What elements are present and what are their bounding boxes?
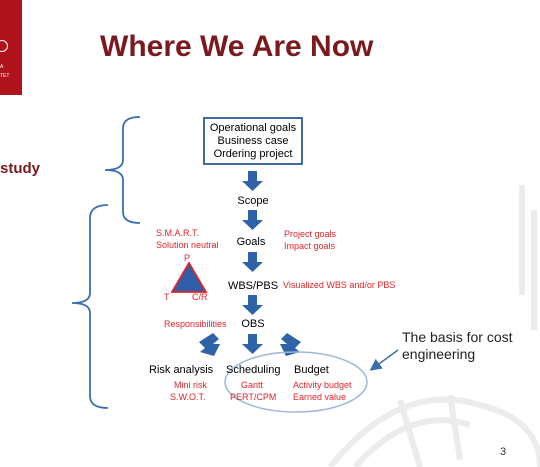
top-box-line-3: Ordering project bbox=[214, 148, 293, 160]
arrow-down-left-icon bbox=[199, 333, 220, 356]
step-obs: OBS bbox=[241, 318, 264, 330]
sched-sub-gantt: Gantt bbox=[241, 380, 264, 390]
risk-sub-swot: S.W.O.T. bbox=[170, 392, 206, 402]
sched-sub-pert: PERT/CPM bbox=[230, 392, 276, 402]
page-number: 3 bbox=[500, 446, 507, 458]
arrow-down-icon bbox=[242, 171, 263, 191]
top-box bbox=[203, 117, 303, 165]
side-label: study bbox=[0, 160, 41, 177]
step-wbs-pbs: WBS/PBS bbox=[228, 280, 278, 292]
budget-sub-activity: Activity budget bbox=[293, 380, 352, 390]
triangle-label-cr: C/R bbox=[192, 292, 208, 302]
callout-arrow-icon bbox=[369, 349, 399, 371]
arrow-down-icon bbox=[242, 334, 263, 354]
arrow-down-right-icon bbox=[280, 333, 301, 356]
arrow-down-icon bbox=[242, 252, 263, 272]
top-box-line-2: Business case bbox=[218, 135, 289, 147]
triangle-label-t: T bbox=[164, 292, 170, 302]
upper-bracket bbox=[104, 116, 141, 224]
arrow-down-icon bbox=[242, 210, 263, 230]
highlight-ellipse bbox=[224, 351, 368, 413]
seal-emblem-icon bbox=[0, 40, 8, 52]
university-logo: A TET bbox=[0, 0, 22, 95]
scheduling-label: Scheduling bbox=[226, 364, 280, 376]
goals-note-project: Project goals bbox=[284, 229, 337, 239]
risk-sub-mini: Mini risk bbox=[174, 380, 207, 390]
logo-text-line-1: A bbox=[0, 64, 4, 70]
step-goals: Goals bbox=[237, 236, 266, 248]
callout-line-2: engineering bbox=[402, 346, 475, 362]
callout-line-1: The basis for cost bbox=[402, 329, 513, 345]
lower-bracket bbox=[71, 204, 109, 409]
triangle-icon bbox=[170, 261, 208, 293]
step-scope: Scope bbox=[237, 195, 268, 207]
logo-text-line-2: TET bbox=[0, 73, 10, 79]
budget-label: Budget bbox=[294, 364, 329, 376]
arrow-down-icon bbox=[242, 295, 263, 315]
goals-note-impact: Impact goals bbox=[284, 241, 336, 251]
obs-note: Responsibilities bbox=[164, 319, 227, 329]
goals-note-neutral: Solution neutral bbox=[156, 240, 219, 250]
triangle-label-p: P bbox=[184, 253, 190, 263]
slide-title: Where We Are Now bbox=[100, 30, 374, 63]
goals-note-smart: S.M.A.R.T. bbox=[156, 228, 199, 238]
top-box-line-1: Operational goals bbox=[210, 122, 297, 134]
budget-sub-earned: Earned value bbox=[293, 392, 346, 402]
risk-analysis-label: Risk analysis bbox=[149, 364, 214, 376]
wbs-note: Visualized WBS and/or PBS bbox=[283, 280, 395, 290]
